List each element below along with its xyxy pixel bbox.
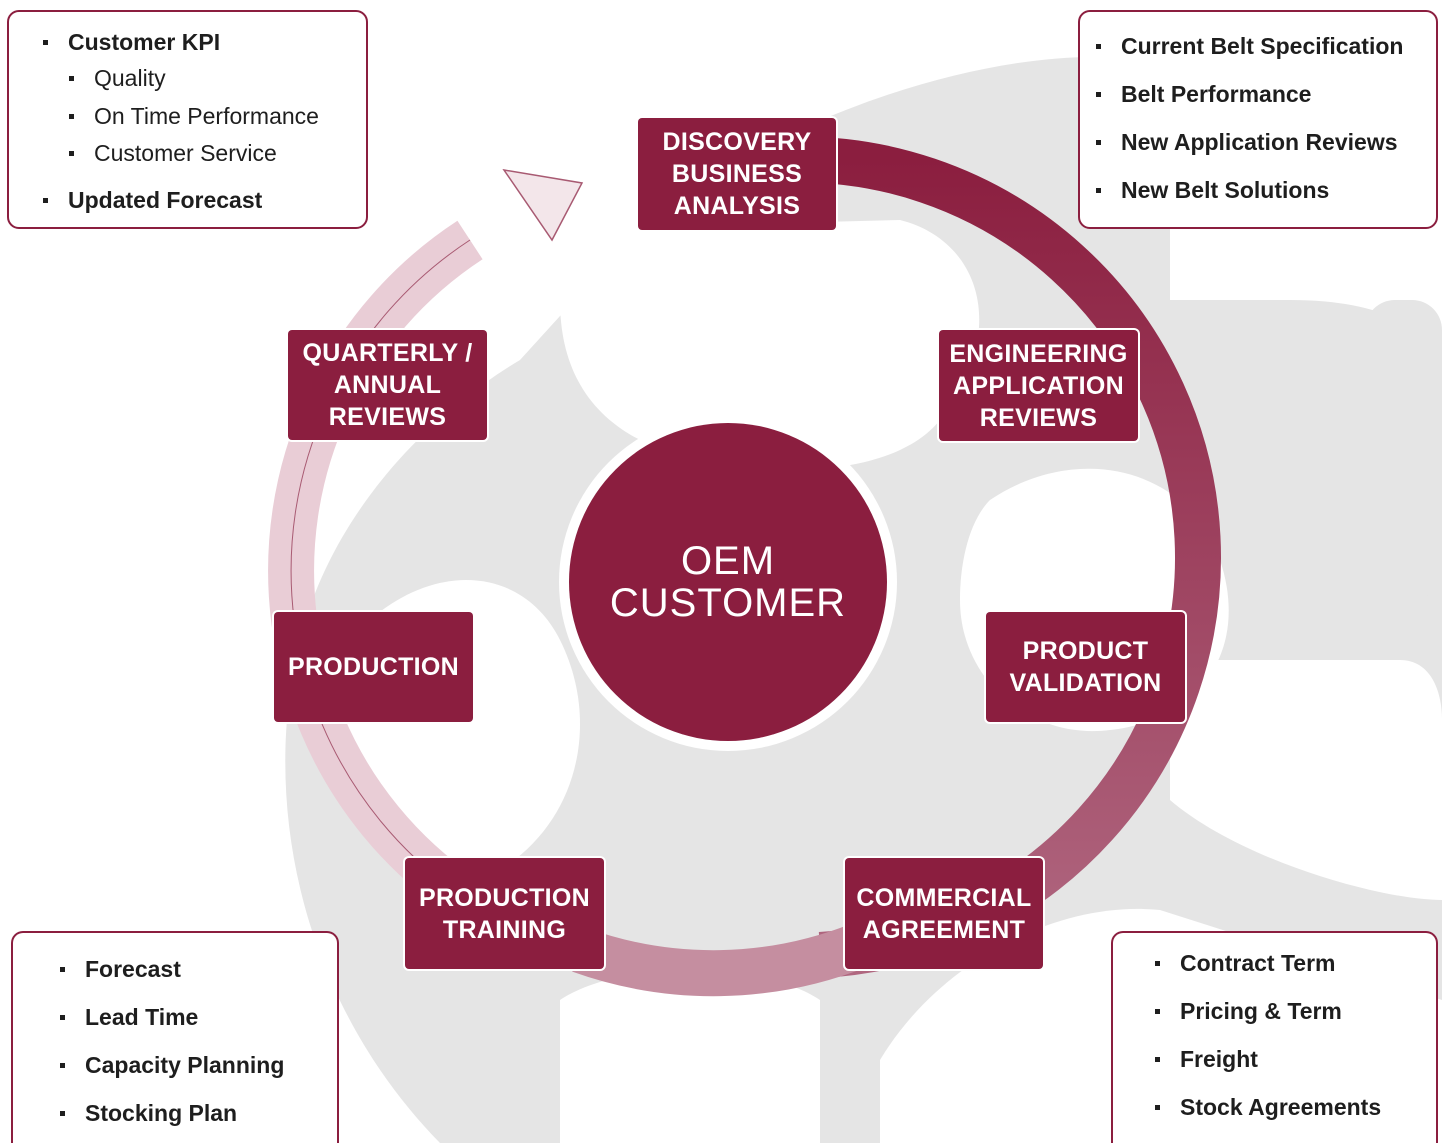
list-item: Pricing & Term [1155,998,1342,1025]
bullet-icon [1155,1057,1160,1062]
gear-tooth-right [1365,300,1442,600]
list-subitem: Customer Service [69,140,277,167]
list-item: Capacity Planning [60,1052,284,1079]
list-item: Stocking Plan [60,1100,237,1127]
bullet-icon [43,40,48,45]
bullet-icon [1155,1009,1160,1014]
list-item: Lead Time [60,1004,198,1031]
bullet-icon [1096,44,1101,49]
list-item: New Application Reviews [1096,129,1398,156]
list-item: Updated Forecast [43,187,262,214]
step-engineering-application-reviews: ENGINEERING APPLICATION REVIEWS [939,330,1138,441]
step-discovery-business-analysis: DISCOVERY BUSINESS ANALYSIS [638,118,836,230]
bullet-icon [60,1015,65,1020]
bullet-icon [60,1063,65,1068]
bullet-icon [69,114,74,119]
bullet-icon [1096,92,1101,97]
list-item: Contract Term [1155,950,1336,977]
ring-arc-bottom [572,923,869,997]
bullet-icon [60,1111,65,1116]
step-production: PRODUCTION [274,612,473,722]
bullet-icon [1155,1105,1160,1110]
step-quarterly-annual-reviews: QUARTERLY / ANNUAL REVIEWS [288,330,487,440]
step-product-validation: PRODUCT VALIDATION [986,612,1185,722]
info-box-top-left: Customer KPI Quality On Time Performance… [7,10,368,229]
info-box-bottom-right: Contract Term Pricing & Term Freight Sto… [1111,931,1438,1143]
center-label-line1: OEM [680,539,776,583]
list-item: Customer KPI [43,29,220,56]
list-subitem: On Time Performance [69,103,319,130]
list-item: Current Belt Specification [1096,33,1403,60]
list-item: Stock Agreements [1155,1094,1381,1121]
bullet-icon [69,151,74,156]
center-label-line2: CUSTOMER [609,581,847,625]
arrow-head [502,168,584,242]
list-item: Freight [1155,1046,1258,1073]
step-commercial-agreement: COMMERCIAL AGREEMENT [845,858,1043,969]
info-box-top-right: Current Belt Specification Belt Performa… [1078,10,1438,229]
list-subitem: Quality [69,65,166,92]
gear-cutout-bottom [560,970,820,1143]
gear-cutout-top [560,220,980,470]
gear-cutout-middle-right [1170,660,1442,900]
list-item: Forecast [60,956,181,983]
bullet-icon [1096,140,1101,145]
info-box-bottom-left: Forecast Lead Time Capacity Planning Sto… [11,931,339,1143]
bullet-icon [43,198,48,203]
bullet-icon [1096,188,1101,193]
bullet-icon [69,76,74,81]
list-item: New Belt Solutions [1096,177,1329,204]
bullet-icon [1155,961,1160,966]
bullet-icon [60,967,65,972]
step-production-training: PRODUCTION TRAINING [405,858,604,969]
list-item: Belt Performance [1096,81,1311,108]
center-circle: OEM CUSTOMER [569,423,887,741]
